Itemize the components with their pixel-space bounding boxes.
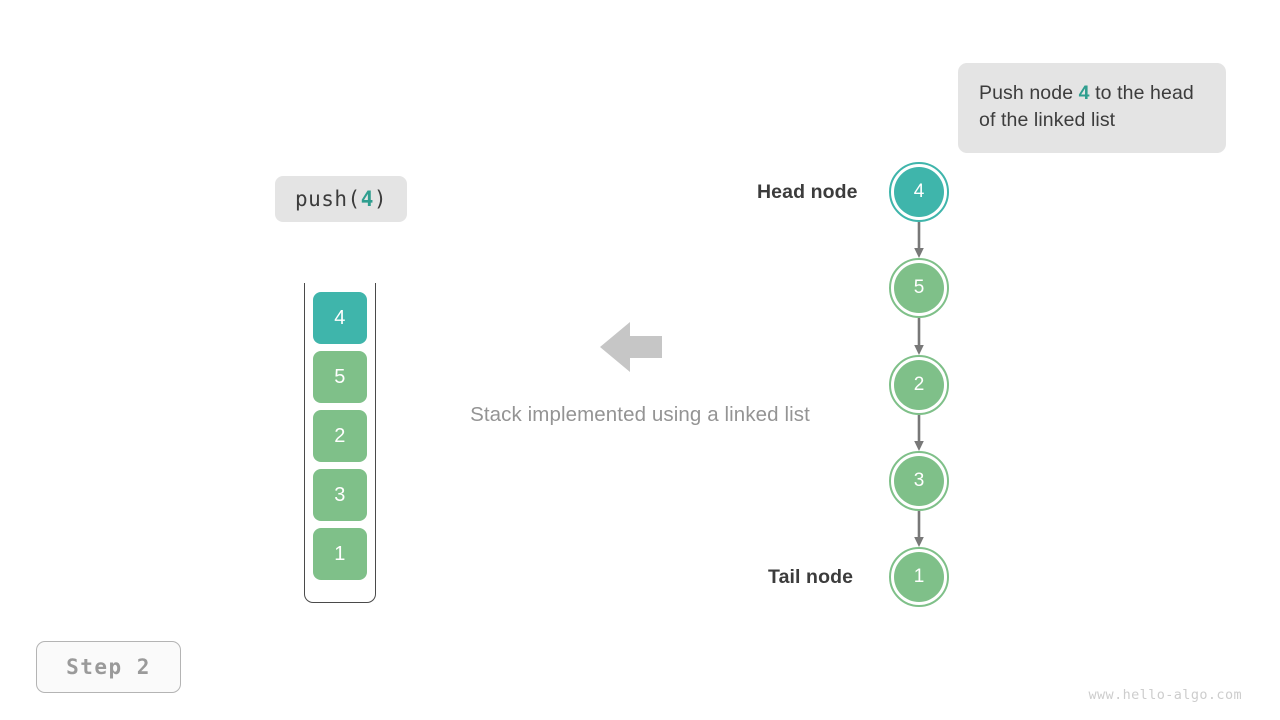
linked-list-edge-arrow [912, 318, 926, 355]
head-node-label: Head node [757, 181, 858, 203]
linked-list-node: 5 [889, 258, 949, 318]
operation-prefix: push( [294, 187, 361, 211]
callout-text-suffix: to the head of the linked list [979, 82, 1194, 131]
stack-container: 4 5 2 3 1 [304, 283, 376, 603]
linked-list-node-value: 4 [894, 167, 944, 217]
callout-text-prefix: Push node [979, 82, 1079, 104]
linked-list-edge-arrow [912, 511, 926, 547]
diagram-caption: Stack implemented using a linked list [470, 403, 810, 426]
linked-list-edge-arrow [912, 415, 926, 451]
left-arrow-icon [600, 318, 662, 376]
linked-list-node-value: 1 [894, 552, 944, 602]
stack-cell: 5 [313, 351, 367, 403]
stack-cell: 2 [313, 410, 367, 462]
operation-suffix: ) [373, 187, 388, 211]
linked-list-node-value: 2 [894, 360, 944, 410]
operation-value: 4 [360, 187, 374, 211]
linked-list-node-value: 3 [894, 456, 944, 506]
linked-list-node: 4 [889, 162, 949, 222]
watermark: www.hello-algo.com [1088, 687, 1242, 703]
stack-cell: 3 [313, 469, 367, 521]
tail-node-label: Tail node [768, 566, 854, 588]
callout-box: Push node 4 to the head of the linked li… [958, 63, 1226, 153]
stack-cell: 4 [313, 292, 367, 344]
linked-list-node: 3 [889, 451, 949, 511]
operation-label: push(4) [275, 176, 407, 222]
stack-cell: 1 [313, 528, 367, 580]
step-badge: Step 2 [36, 641, 181, 693]
linked-list-node: 1 [889, 547, 949, 607]
linked-list-node: 2 [889, 355, 949, 415]
callout-value: 4 [1078, 82, 1090, 104]
linked-list-edge-arrow [912, 222, 926, 258]
linked-list-node-value: 5 [894, 263, 944, 313]
